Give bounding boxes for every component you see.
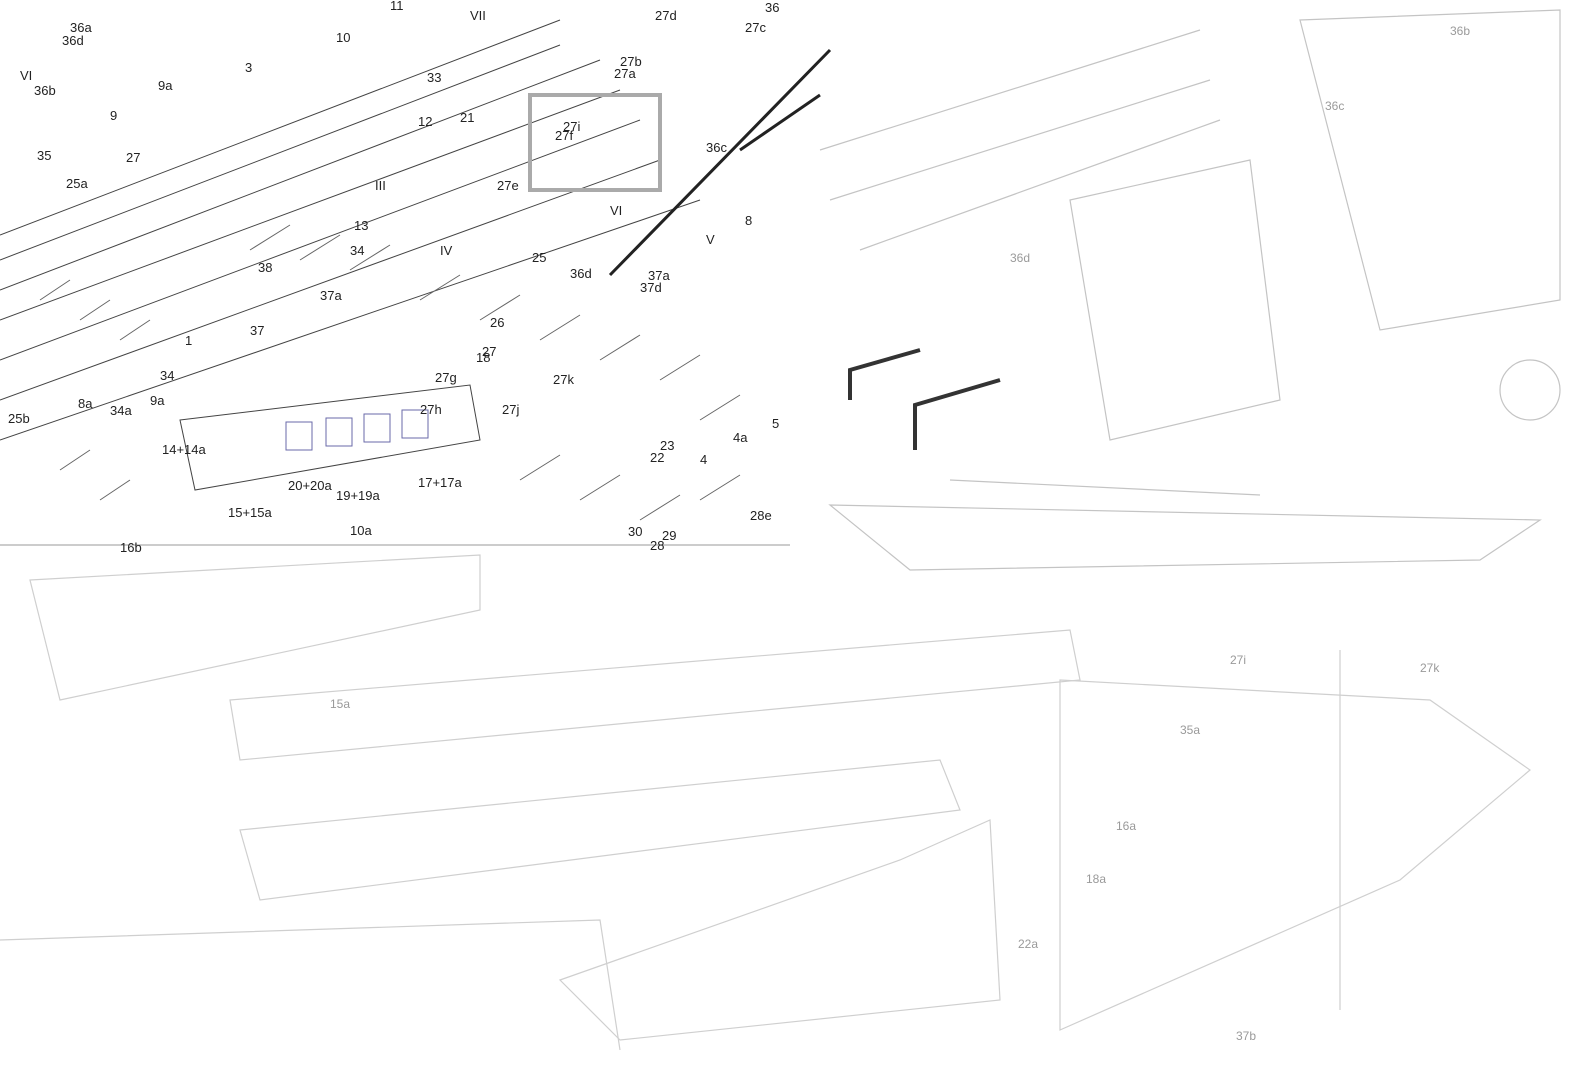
label-22: 22 [650,450,664,465]
ghost-label-36d: 36d [1010,251,1030,265]
label-27-mid: 27 [482,344,496,359]
label-27f: 27f [555,128,573,143]
label-38: 38 [258,260,272,275]
label-VII: VII [470,8,486,23]
ghost-label-15a: 15a [330,697,350,711]
window-2 [325,417,353,447]
label-25: 25 [532,250,546,265]
label-14-14a: 14+14a [162,442,207,457]
label-10a: 10a [350,523,372,538]
label-34-left: 34 [160,368,174,383]
label-34: 34 [350,243,364,258]
label-III: III [375,178,386,193]
ghost-label-36c: 36c [1325,99,1344,113]
label-8: 8 [745,213,752,228]
ghost-label-35a: 35a [1180,723,1200,737]
label-3: 3 [245,60,252,75]
label-35: 35 [37,148,51,163]
ghost-label-16a: 16a [1116,819,1136,833]
label-25b: 25b [8,411,30,426]
label-29: 29 [662,528,676,543]
label-23: 23 [660,438,674,453]
label-37a-right: 37a [648,268,670,283]
label-30: 30 [628,524,642,539]
label-36d: 36d [62,33,84,48]
label-11: 11 [390,0,404,13]
label-12: 12 [418,114,432,129]
ghost-hull-upper-right [819,9,1561,441]
ghost-labels: 36d 36c 36b 35a 27i 27k 15a 16a 18a 22a … [330,24,1470,1043]
label-36: 36 [765,0,779,15]
label-27j: 27j [502,402,519,417]
struts [39,224,741,521]
label-27a-top: 27a [614,66,636,81]
label-28: 28 [650,538,664,553]
label-27g: 27g [435,370,457,385]
ghost-label-18a: 18a [1086,872,1106,886]
label-15-15a: 15+15a [228,505,273,520]
label-27c: 27c [745,20,766,35]
label-37a: 37a [320,288,342,303]
hull-side-lower [0,119,701,441]
label-V: V [706,232,715,247]
superstructure-box [528,93,662,192]
label-4: 4 [700,452,707,467]
label-9a: 9a [158,78,173,93]
label-21: 21 [460,110,474,125]
label-8a: 8a [78,396,93,411]
label-27k: 27k [553,372,574,387]
label-4a: 4a [733,430,748,445]
label-13: 13 [354,218,368,233]
label-36d-mid: 36d [570,266,592,281]
label-34a: 34a [110,403,132,418]
label-20-20a: 20+20a [288,478,333,493]
label-16b: 16b [120,540,142,555]
label-17-17a: 17+17a [418,475,463,490]
ghost-label-27i: 27i [1230,653,1246,667]
window-1 [285,421,313,451]
label-26: 26 [490,315,504,330]
label-1: 1 [185,333,192,348]
label-27b: 27b [620,54,642,69]
label-27e: 27e [497,178,519,193]
label-VI: VI [20,68,32,83]
label-9: 9 [110,108,117,123]
ghost-keel-right [828,479,1542,571]
window-4 [401,409,429,439]
label-5: 5 [772,416,779,431]
label-36a: 36a [70,20,92,35]
deck-outline [179,384,481,491]
main-exploded-view [0,19,832,546]
label-27: 27 [126,150,140,165]
ghost-hull-mid [0,554,1531,1051]
label-VI-mid: VI [610,203,622,218]
ghost-label-36b: 36b [1450,24,1470,38]
label-28e: 28e [750,508,772,523]
label-36b: 36b [34,83,56,98]
label-18: 18 [476,350,490,365]
label-27i: 27i [563,119,580,134]
label-27h: 27h [420,402,442,417]
label-27d: 27d [655,8,677,23]
label-9a-left: 9a [150,393,165,408]
label-IV: IV [440,243,453,258]
label-10: 10 [336,30,350,45]
dark-fittings [848,348,1001,450]
label-25a: 25a [66,176,88,191]
label-33: 33 [427,70,441,85]
ghost-label-22a: 22a [1018,937,1038,951]
label-36c: 36c [706,140,727,155]
label-37d: 37d [640,280,662,295]
label-19-19a: 19+19a [336,488,381,503]
part-labels: 36a 36d VI 36b 9a 9 11 VII 10 3 33 27d 2… [8,0,779,555]
hull-side-upper [0,19,621,321]
ghost-label-37b: 37b [1236,1029,1256,1043]
label-37: 37 [250,323,264,338]
crane-boom [608,48,832,277]
window-3 [363,413,391,443]
ghost-label-27k: 27k [1420,661,1440,675]
